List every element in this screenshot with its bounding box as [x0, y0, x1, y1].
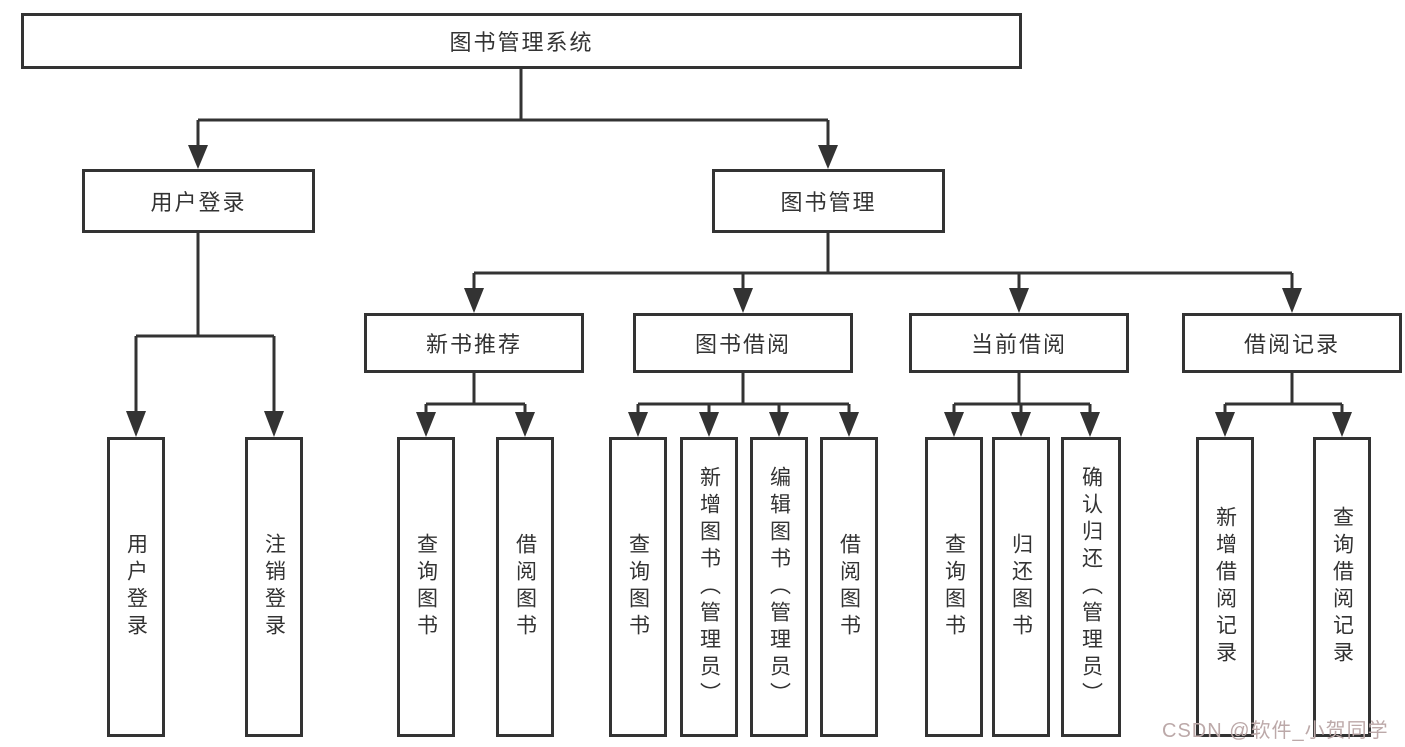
arrowhead [188, 145, 208, 169]
connector-current-borrow-children [952, 373, 1092, 414]
leaf-return-book: 归还图书 [992, 437, 1050, 737]
arrowhead [769, 412, 789, 437]
leaf-add-book-admin: 新增图书（管理员） [680, 437, 738, 737]
connector-new-book-children [424, 373, 527, 414]
arrowhead [416, 412, 436, 437]
arrowhead [1332, 412, 1352, 437]
arrowhead [1011, 412, 1031, 437]
arrowhead [699, 412, 719, 437]
arrowhead [1009, 288, 1029, 313]
arrowhead [464, 288, 484, 313]
arrowhead [1080, 412, 1100, 437]
arrowhead [733, 288, 753, 313]
leaf-query-books-current: 查询图书 [925, 437, 983, 737]
leaf-confirm-return-admin: 确认归还（管理员） [1061, 437, 1121, 737]
node-user-login: 用户登录 [82, 169, 315, 233]
node-new-book-recommend: 新书推荐 [364, 313, 584, 373]
arrowhead [944, 412, 964, 437]
arrowhead [1282, 288, 1302, 313]
arrowhead [126, 411, 146, 437]
leaf-query-books-recommend: 查询图书 [397, 437, 455, 737]
arrowhead [264, 411, 284, 437]
arrowhead [1215, 412, 1235, 437]
leaf-user-login: 用户登录 [107, 437, 165, 737]
leaf-borrow-books: 借阅图书 [820, 437, 878, 737]
leaf-logout: 注销登录 [245, 437, 303, 737]
connector-root-to-level2 [196, 69, 830, 147]
arrowhead [818, 145, 838, 169]
leaf-borrow-books-recommend: 借阅图书 [496, 437, 554, 737]
node-book-management: 图书管理 [712, 169, 945, 233]
arrowhead [628, 412, 648, 437]
connector-borrow-record-children [1223, 373, 1344, 414]
connector-book-borrow-children [636, 373, 851, 414]
leaf-edit-book-admin: 编辑图书（管理员） [750, 437, 808, 737]
arrowhead [515, 412, 535, 437]
leaf-add-borrow-record: 新增借阅记录 [1196, 437, 1254, 737]
connector-book-management-children [472, 233, 1294, 291]
node-book-borrow: 图书借阅 [633, 313, 853, 373]
connector-user-login-children [134, 233, 276, 414]
node-root-library-system: 图书管理系统 [21, 13, 1022, 69]
leaf-query-books-borrow: 查询图书 [609, 437, 667, 737]
arrowhead [839, 412, 859, 437]
leaf-query-borrow-record: 查询借阅记录 [1313, 437, 1371, 737]
csdn-watermark: CSDN @软件_小贺同学 [1162, 720, 1389, 742]
node-borrow-record: 借阅记录 [1182, 313, 1402, 373]
node-current-borrow: 当前借阅 [909, 313, 1129, 373]
